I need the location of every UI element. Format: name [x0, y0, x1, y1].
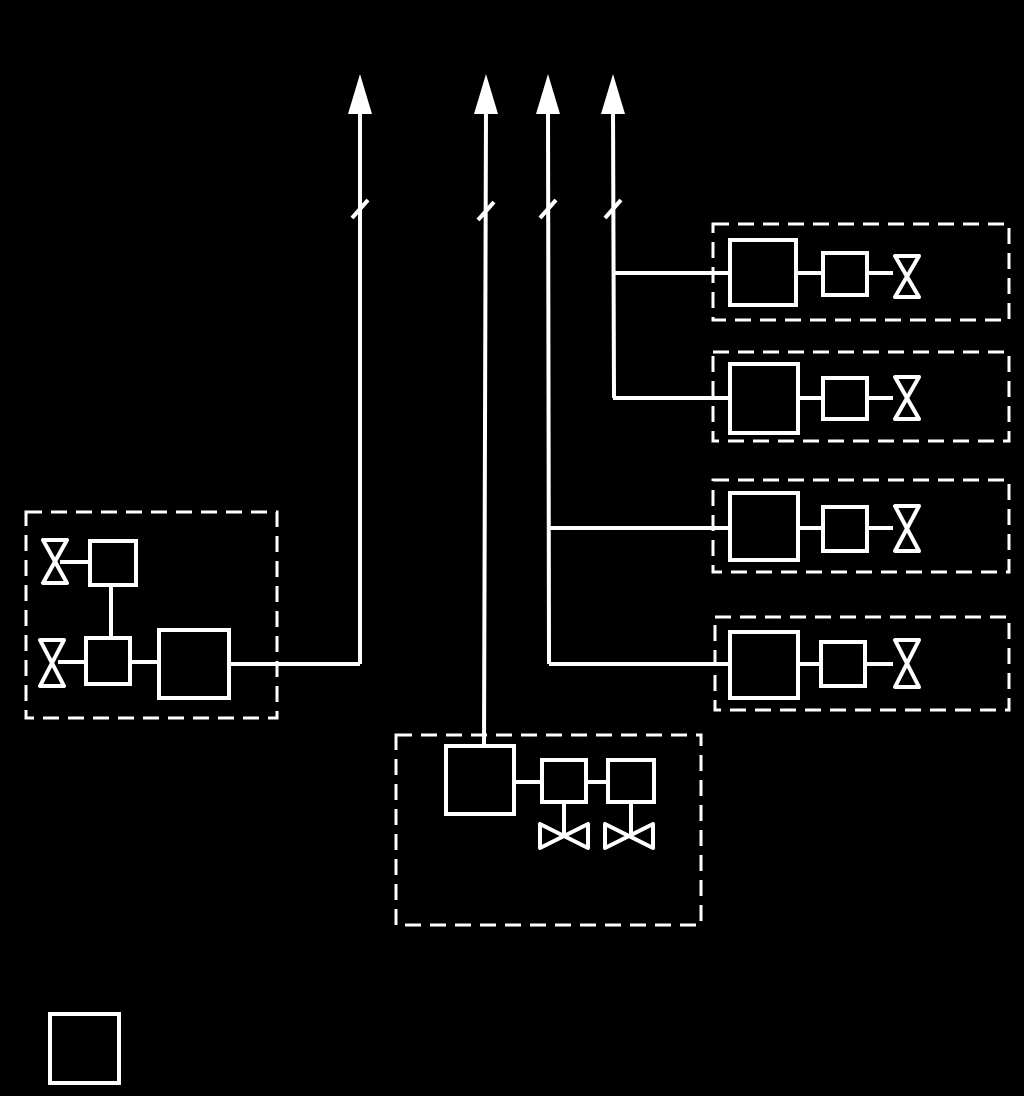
module-bottom: [394, 733, 703, 927]
module-boundary: [24, 510, 279, 720]
riser-line-4: [601, 74, 625, 399]
riser-line-1: [348, 74, 372, 664]
primary-box: [728, 238, 798, 307]
tertiary-box: [606, 758, 656, 804]
arrowhead-up-icon: [474, 74, 498, 114]
primary-box: [728, 630, 800, 700]
valve-icon: [893, 504, 921, 553]
arrowhead-up-icon: [348, 74, 372, 114]
valve-icon: [893, 375, 921, 421]
valve-icon: [893, 254, 921, 299]
arrowhead-up-icon: [601, 74, 625, 114]
primary-box: [444, 744, 516, 816]
secondary-box: [821, 376, 869, 421]
secondary-box: [821, 505, 869, 553]
break-mark-icon: [476, 200, 496, 222]
module-boundary: [711, 222, 1011, 322]
module-right-3: [711, 478, 1011, 574]
valve-icon: [603, 822, 655, 850]
module-boundary: [713, 615, 1011, 712]
secondary-box: [540, 758, 588, 804]
module-right-2: [711, 350, 1011, 443]
module-left: [24, 510, 360, 720]
valve-icon: [41, 538, 69, 585]
valve-icon: [38, 638, 66, 688]
module-boundary: [711, 478, 1011, 574]
module-right-1: [711, 222, 1011, 322]
upper-box: [88, 539, 138, 587]
lower-box: [84, 636, 132, 686]
secondary-box: [819, 640, 867, 688]
primary-box: [728, 491, 800, 562]
module-boundary: [711, 350, 1011, 443]
module-right-4: [713, 615, 1011, 712]
riser-line-3: [536, 74, 560, 665]
riser-line-2: [474, 74, 498, 747]
module-boundary: [394, 733, 703, 927]
secondary-box: [821, 251, 869, 297]
legend-box: [48, 1012, 121, 1085]
primary-box: [157, 628, 231, 700]
arrowhead-up-icon: [536, 74, 560, 114]
break-mark-icon: [350, 198, 370, 220]
primary-box: [728, 362, 800, 435]
break-mark-icon: [603, 198, 623, 220]
valve-icon: [893, 638, 921, 689]
valve-icon: [538, 822, 590, 850]
break-mark-icon: [538, 198, 558, 220]
